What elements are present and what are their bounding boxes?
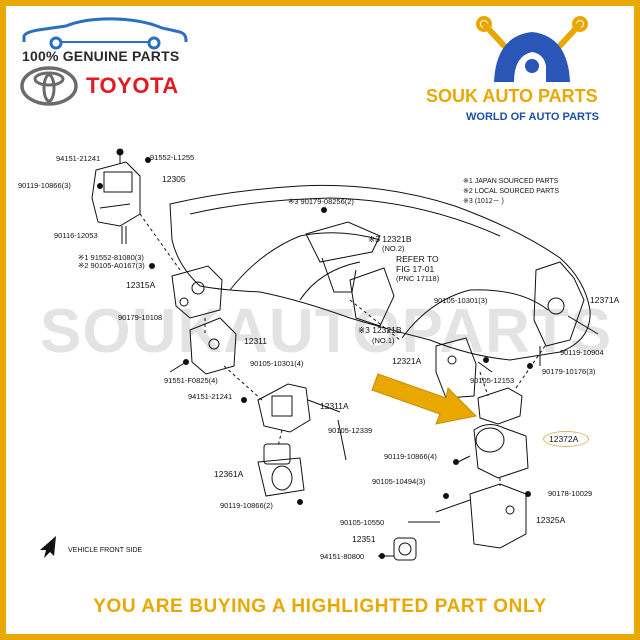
seller-tagline: WORLD OF AUTO PARTS [466,111,600,123]
legend-line-date: ※3 (1012－ ) [463,198,504,205]
car-silhouette-logo [22,17,188,50]
part-label: (PNC 17118) [396,274,440,283]
seller-name: SOUK AUTO PARTS [426,86,598,106]
part-label: ※2 90105-A0167(3) [78,261,145,270]
part-label: 91552-L1255 [150,153,195,162]
part-label: 94151-21241 [188,392,233,401]
part-label: ※1 91552-81080(3) [78,253,144,262]
part-label: 90119-10904 [560,348,604,357]
part-label: (NO.2) [382,244,405,253]
vehicle-front-label: VEHICLE FRONT SIDE [68,547,143,554]
part-label: ※3 12321B [358,325,402,335]
toyota-emblem-icon [20,66,78,106]
part-label: 12361A [214,469,244,479]
part-label: 90178-10029 [548,489,593,498]
part-label: 90105-10301(4) [250,359,304,368]
souk-logo-icon [476,16,588,82]
highlighted-part-notice: YOU ARE BUYING A HIGHLIGHTED PART ONLY [93,596,547,617]
part-label: 12325A [536,515,566,525]
part-label: 90105-10301(3) [434,296,488,305]
part-label: 12321A [392,356,422,366]
part-label: 91551-F0825(4) [164,376,218,385]
toyota-brand-name: TOYOTA [86,73,179,98]
part-label: 12311 [244,336,268,346]
part-label: 12351 [352,534,376,544]
part-label: 90105-12339 [328,426,373,435]
part-label: REFER TO [396,254,439,264]
part-label: 90119-10866(4) [384,452,437,461]
part-label: 90116-12053 [54,231,98,240]
part-label: 90119-10866(2) [220,501,273,510]
genuine-parts-text: 100% GENUINE PARTS [22,48,180,64]
part-label: 12311A [320,401,349,411]
vehicle-front-arrow-icon [40,536,56,558]
part-label: 90105-10550 [340,518,385,527]
part-label: 90179-10176(3) [542,367,596,376]
part-label: ※3 12321B [368,234,412,244]
part-label: 90105-12153 [470,376,515,385]
part-label: 12315A [126,280,156,290]
part-label: ※3 90179-08256(2) [288,197,354,206]
highlighted-part-label: 12372A [549,434,579,444]
part-label: FIG 17-01 [396,264,435,274]
legend-line-local: ※2 LOCAL SOURCED PARTS [463,188,559,195]
highlighted-part-ring [543,431,589,447]
part-label: 12305 [162,174,186,184]
legend-line-japan: ※1 JAPAN SOURCED PARTS [463,178,559,185]
part-label: 90119-10866(3) [18,181,71,190]
part-label: 94151-21241 [56,154,101,163]
part-label: 94151-80800 [320,552,365,561]
part-label: 90105-10494(3) [372,477,426,486]
part-label: (NO.1) [372,336,395,345]
watermark-text: SOUKAUTOPARTS [40,297,613,366]
part-label: 90179-10108 [118,313,163,322]
part-label: 12371A [590,295,620,305]
highlight-arrow-icon [371,373,478,425]
